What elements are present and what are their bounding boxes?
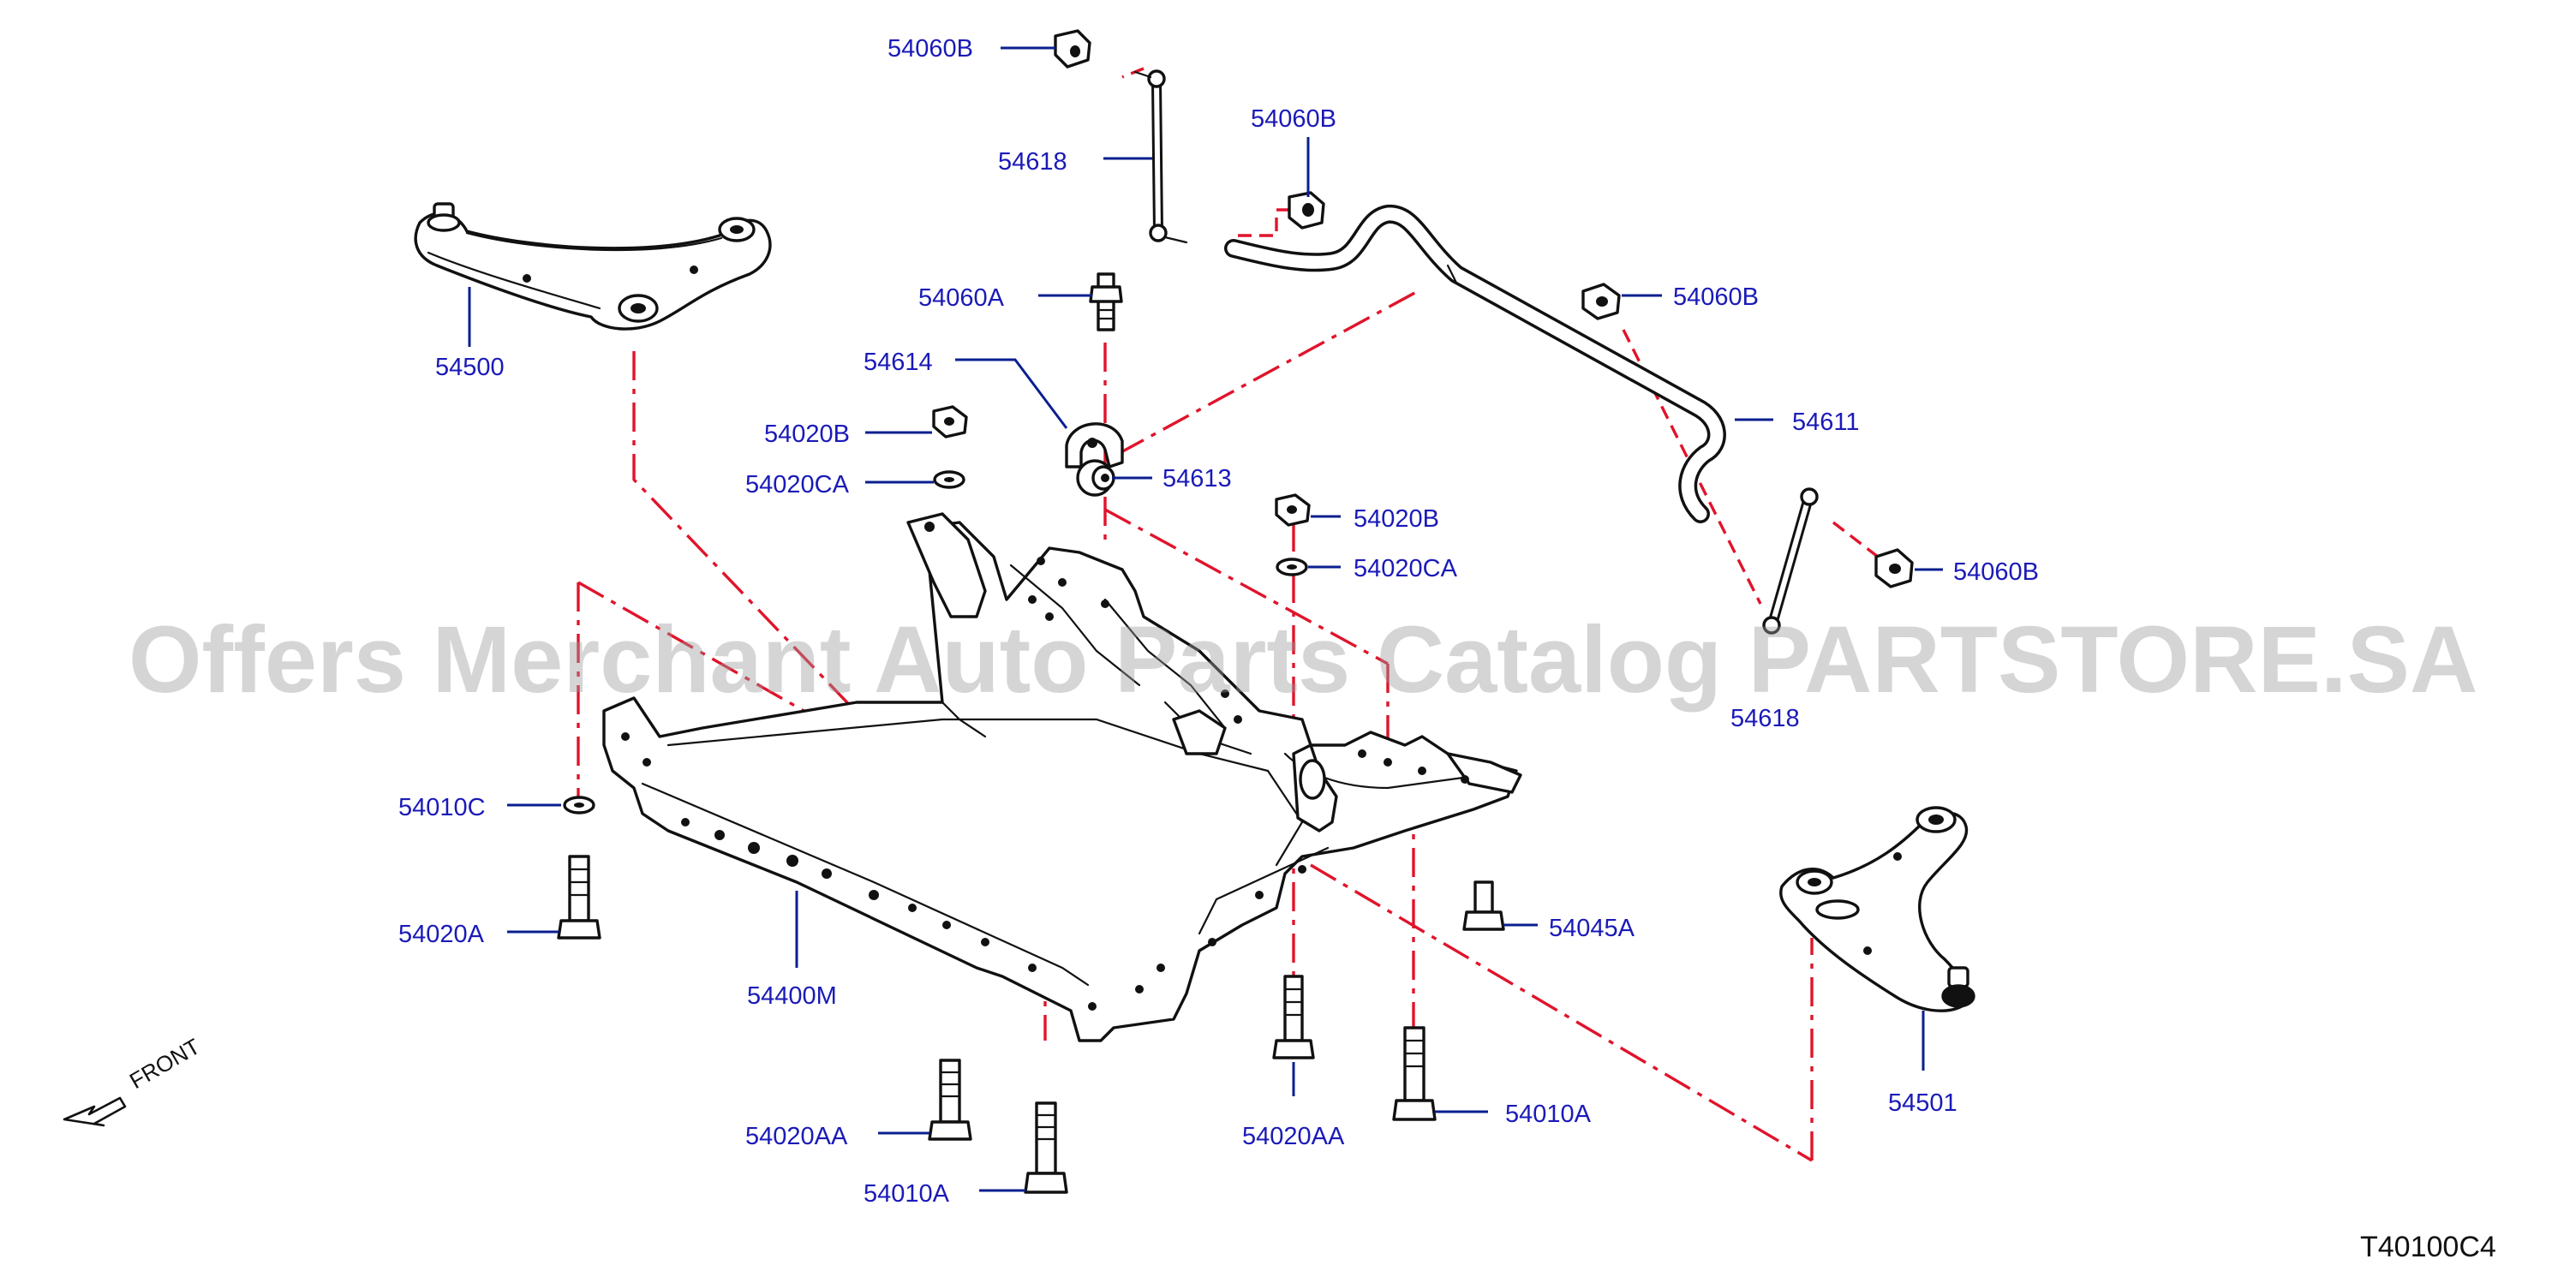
bolt-54010a-right	[1392, 1026, 1437, 1121]
callout-54060b-right: 54060B	[1673, 283, 1759, 311]
nut-54060b-mid	[1288, 191, 1325, 230]
nut-54060b-lower	[1874, 548, 1914, 588]
stabilizer-bushing	[1076, 459, 1115, 497]
bolt-54020aa-left	[928, 1059, 972, 1141]
callout-54020a: 54020A	[398, 921, 485, 948]
bolt-54020aa-right	[1272, 975, 1315, 1059]
callout-54060a: 54060A	[918, 284, 1005, 312]
callout-54613: 54613	[1162, 465, 1232, 492]
nut-54060b-top	[1054, 29, 1091, 69]
front-label: FRONT	[125, 1033, 205, 1094]
callout-54010a-left: 54010A	[864, 1180, 950, 1208]
bolt-54020a	[557, 855, 601, 940]
stabilizer-clamp	[1065, 422, 1124, 468]
subframe	[602, 512, 1522, 1042]
callout-54060b-mid: 54060B	[1251, 105, 1336, 133]
callout-54020aa-left: 54020AA	[745, 1123, 848, 1150]
callout-54501: 54501	[1888, 1089, 1957, 1117]
callout-54618-upper: 54618	[998, 148, 1067, 176]
callout-54400m: 54400M	[747, 982, 837, 1010]
nut-54060b-right	[1581, 283, 1621, 320]
callout-54010c: 54010C	[398, 794, 486, 821]
callout-54020ca-right: 54020CA	[1354, 555, 1458, 582]
callout-54020ca-left: 54020CA	[745, 471, 850, 498]
callout-54045a: 54045A	[1549, 915, 1635, 942]
stabilizer-link-upper	[1133, 69, 1188, 244]
washer-54020ca-right	[1276, 558, 1308, 576]
callout-54020b-left: 54020B	[764, 421, 850, 448]
callouts: 54060B 54618 54060B 54060A 54614 54613 5…	[398, 35, 2039, 1208]
callout-54614: 54614	[864, 349, 933, 376]
front-arrow-icon	[63, 1096, 127, 1127]
bolt-54060a	[1089, 272, 1123, 331]
nut-54020b-left	[932, 405, 968, 439]
nut-54020b-right	[1275, 493, 1311, 527]
stabilizer-link-lower	[1762, 487, 1819, 635]
control-arm-right	[1779, 806, 1975, 1012]
washer-54020ca-left	[933, 470, 965, 489]
bolt-54045a	[1462, 880, 1505, 931]
watermark: Offers Merchant Auto Parts Catalog PARTS…	[129, 607, 2477, 713]
callout-54060b-top: 54060B	[888, 35, 973, 63]
stabilizer-bar	[1224, 205, 1726, 523]
callout-54020aa-right: 54020AA	[1242, 1123, 1345, 1150]
bolt-54010a-left	[1024, 1101, 1068, 1194]
callout-54618-lower: 54618	[1730, 705, 1800, 732]
callout-54010a-right: 54010A	[1505, 1101, 1592, 1128]
leader-lines	[468, 46, 1943, 1192]
callout-54611: 54611	[1792, 409, 1860, 436]
washer-54010c	[563, 796, 595, 815]
callout-54500: 54500	[435, 354, 505, 381]
illustration-code: T40100C4	[2360, 1231, 2496, 1263]
callout-54020b-right: 54020B	[1354, 505, 1439, 533]
front-direction-indicator: FRONT	[63, 1033, 205, 1127]
callout-54060b-lower: 54060B	[1953, 558, 2039, 586]
control-arm-left	[414, 202, 772, 331]
